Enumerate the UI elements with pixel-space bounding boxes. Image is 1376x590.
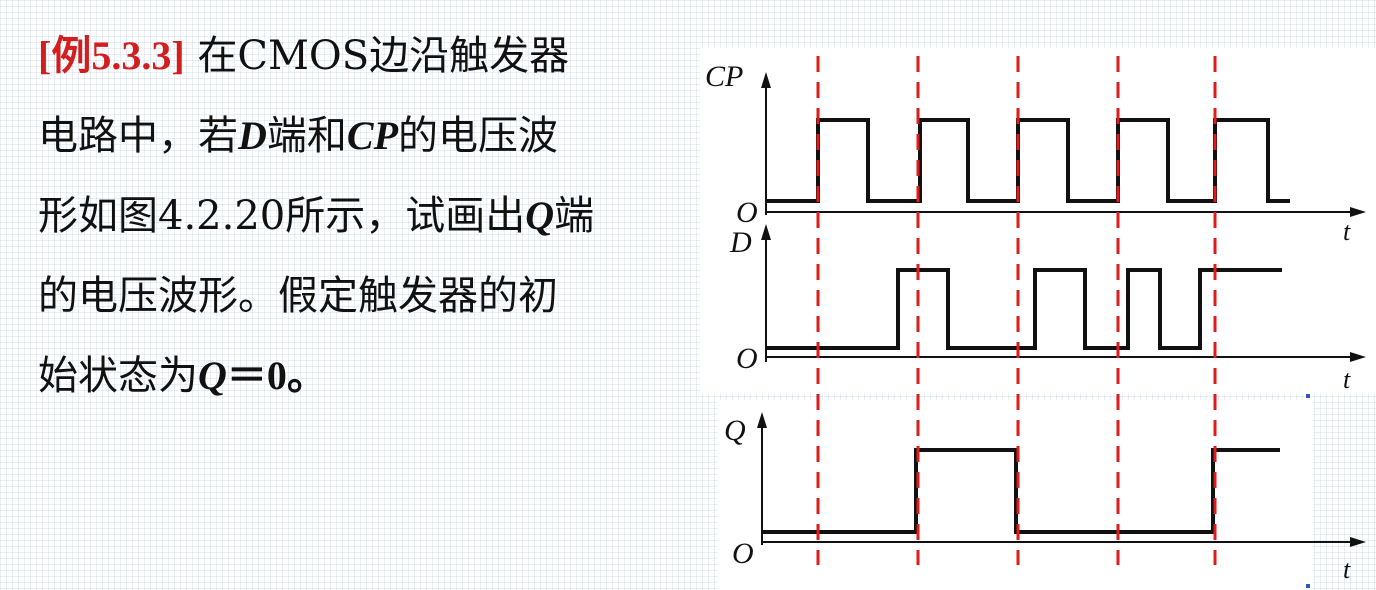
line1-text: 在CMOS边沿触发器 [184, 33, 570, 79]
line2-text-b: 端和 [266, 113, 347, 159]
waveform-panel-cp-d [700, 48, 1376, 394]
line4-text: 的电压波形。假定触发器的初 [38, 273, 558, 319]
cp-label: CP [705, 60, 743, 93]
q-waveform [762, 448, 1280, 534]
var-q: Q [525, 193, 555, 238]
d-waveform [766, 268, 1282, 350]
q-y-arrow-icon [757, 412, 767, 428]
q-origin-label: O [732, 537, 754, 570]
example-tag: [例5.3.3] [38, 33, 185, 78]
d-label: D [729, 226, 752, 259]
corner-dot [1306, 394, 1310, 398]
cp-y-arrow-icon [761, 72, 771, 88]
q-time-label: t [1343, 555, 1351, 584]
d-y-arrow-icon [761, 224, 771, 240]
problem-statement: [例5.3.3] 在CMOS边沿触发器 电路中，若D端和CP的电压波 形如图4.… [38, 16, 678, 416]
var-q-initial: Q [198, 353, 227, 398]
problem-line-3: 形如图4.2.20所示，试画出Q端 [38, 176, 678, 256]
problem-line-5: 始状态为Q＝0。 [38, 336, 678, 416]
d-origin-label: O [736, 342, 758, 375]
cp-waveform [766, 118, 1290, 203]
line2-text-a: 电路中，若 [38, 113, 238, 159]
problem-line-2: 电路中，若D端和CP的电压波 [38, 96, 678, 176]
d-time-label: t [1343, 365, 1351, 394]
line5-text-b: ＝0。 [226, 353, 327, 398]
corner-dot [1306, 584, 1310, 588]
q-label: Q [724, 414, 746, 447]
var-cp: CP [346, 113, 399, 158]
problem-line-1: [例5.3.3] 在CMOS边沿触发器 [38, 16, 678, 96]
line2-text-c: 的电压波 [398, 113, 559, 159]
line3-text-b: 端 [554, 193, 595, 239]
line5-text-a: 始状态为 [38, 353, 198, 399]
q-x-arrow-icon [1350, 537, 1366, 547]
line3-text-a: 形如图4.2.20所示，试画出 [38, 193, 526, 239]
cp-x-arrow-icon [1350, 207, 1366, 217]
problem-line-4: 的电压波形。假定触发器的初 [38, 256, 678, 336]
var-d: D [238, 113, 267, 158]
d-x-arrow-icon [1350, 352, 1366, 362]
cp-time-label: t [1343, 217, 1351, 246]
cp-origin-label: O [736, 196, 758, 229]
